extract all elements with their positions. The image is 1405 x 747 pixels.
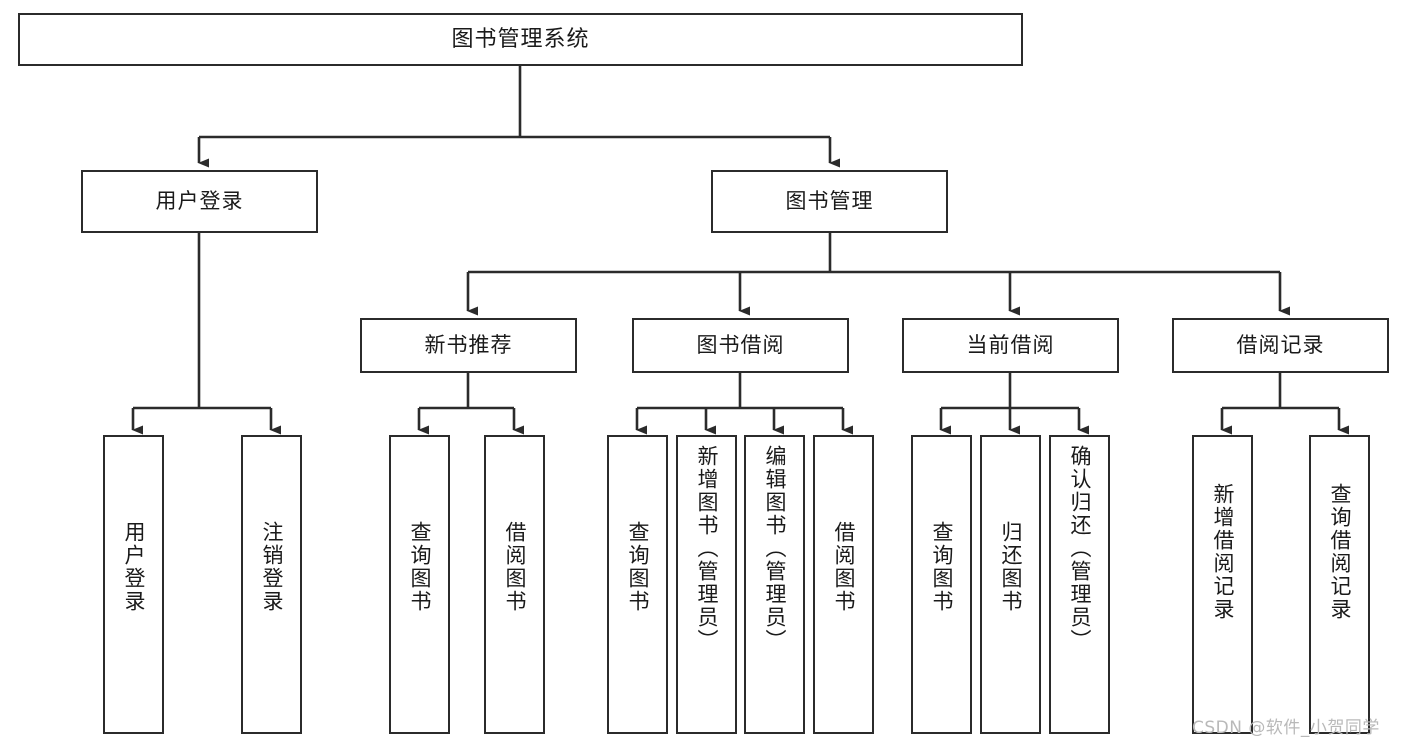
leaf-borrow-book[interactable]: 借阅图书	[813, 435, 874, 734]
leaf-return-book[interactable]: 归还图书	[980, 435, 1041, 734]
leaf-borrow-book-recommend[interactable]: 借阅图书	[484, 435, 545, 734]
node-book-borrow[interactable]: 图书借阅	[632, 318, 849, 373]
node-current-borrow[interactable]: 当前借阅	[902, 318, 1119, 373]
node-label: 注销登录	[259, 521, 284, 613]
node-label: 借阅图书	[502, 521, 527, 613]
node-label: 用户登录	[121, 521, 146, 613]
leaf-query-borrow-record[interactable]: 查询借阅记录	[1309, 435, 1370, 734]
node-label: 图书管理	[785, 189, 874, 214]
node-label: 查询图书	[625, 521, 650, 613]
leaf-logout[interactable]: 注销登录	[241, 435, 302, 734]
node-root-system[interactable]: 图书管理系统	[18, 13, 1023, 66]
leaf-add-borrow-record[interactable]: 新增借阅记录	[1192, 435, 1253, 734]
watermark-text: CSDN @软件_小贺同学	[1192, 718, 1380, 738]
node-label: 归还图书	[998, 521, 1023, 613]
node-label: 确认归还（管理员）	[1067, 445, 1092, 652]
leaf-edit-book-admin[interactable]: 编辑图书（管理员）	[744, 435, 805, 734]
leaf-add-book-admin[interactable]: 新增图书（管理员）	[676, 435, 737, 734]
node-label: 编辑图书（管理员）	[762, 445, 787, 652]
node-label: 新增借阅记录	[1210, 483, 1235, 621]
leaf-user-login[interactable]: 用户登录	[103, 435, 164, 734]
node-new-book-recommend[interactable]: 新书推荐	[360, 318, 577, 373]
node-label: 新增图书（管理员）	[694, 445, 719, 652]
leaf-confirm-return-admin[interactable]: 确认归还（管理员）	[1049, 435, 1110, 734]
leaf-query-book-recommend[interactable]: 查询图书	[389, 435, 450, 734]
node-label: 图书借阅	[696, 333, 785, 358]
node-label: 查询借阅记录	[1327, 483, 1352, 621]
node-label: 用户登录	[155, 189, 244, 214]
node-label: 借阅图书	[831, 521, 856, 613]
node-label: 新书推荐	[424, 333, 513, 358]
node-user-login[interactable]: 用户登录	[81, 170, 318, 233]
node-label: 当前借阅	[966, 333, 1055, 358]
node-label: 查询图书	[929, 521, 954, 613]
node-book-management[interactable]: 图书管理	[711, 170, 948, 233]
node-label: 查询图书	[407, 521, 432, 613]
node-borrow-record[interactable]: 借阅记录	[1172, 318, 1389, 373]
leaf-query-book-current[interactable]: 查询图书	[911, 435, 972, 734]
node-label: 借阅记录	[1236, 333, 1325, 358]
node-label: 图书管理系统	[451, 26, 590, 52]
leaf-query-book-borrow[interactable]: 查询图书	[607, 435, 668, 734]
